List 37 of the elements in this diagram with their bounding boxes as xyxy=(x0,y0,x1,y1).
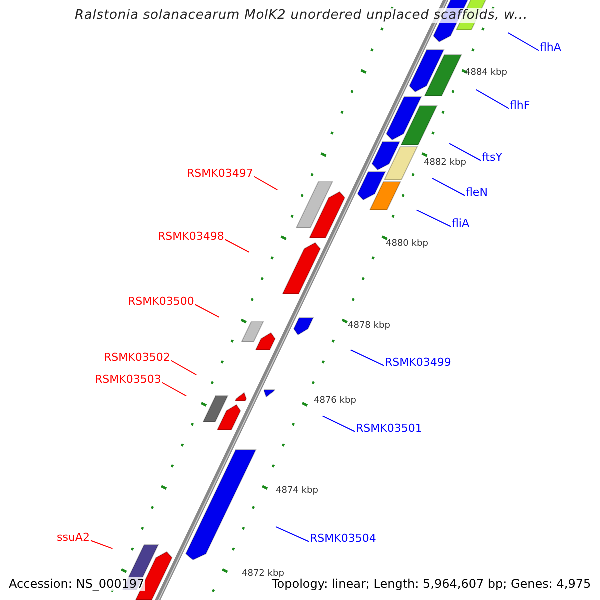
leader-line xyxy=(90,540,114,550)
gene-label: RSMK03502 xyxy=(104,351,170,364)
gene-label: ssuA2 xyxy=(57,531,90,544)
leader-line xyxy=(254,176,278,191)
gene-label: RSMK03504 xyxy=(310,532,376,545)
gene-label: RSMK03500 xyxy=(128,295,194,308)
gene-label: flhA xyxy=(540,41,562,54)
gene-label: ftsY xyxy=(482,151,502,164)
gene-label: RSMK03498 xyxy=(158,230,224,243)
leader-line xyxy=(350,350,384,366)
leader-line xyxy=(224,239,250,253)
leader-line xyxy=(170,360,198,376)
gene-label: RSMK03503 xyxy=(95,373,162,386)
gene-label: fliA xyxy=(452,217,470,230)
leader-line xyxy=(449,143,482,162)
gene-label: RSMK03501 xyxy=(356,422,422,435)
leader-line xyxy=(194,304,220,318)
scale-label: 4872 kbp xyxy=(242,569,284,579)
leader-line xyxy=(416,210,452,228)
leader-line xyxy=(432,178,466,196)
scale-label: 4874 kbp xyxy=(276,486,318,497)
gene-label: fleN xyxy=(466,186,488,199)
leader-line xyxy=(476,89,510,110)
leader-line xyxy=(275,526,310,542)
scale-label: 4882 kbp xyxy=(424,158,466,169)
scale-label: 4876 kbp xyxy=(314,396,356,407)
leader-line xyxy=(162,382,187,397)
scale-label: 4880 kbp xyxy=(386,239,428,250)
scale-label: 4884 kbp xyxy=(465,68,508,79)
leader-line xyxy=(508,32,540,52)
gene-label: RSMK03497 xyxy=(187,167,254,180)
scale-label: 4878 kbp xyxy=(348,321,390,332)
leader-line xyxy=(322,416,356,432)
gene-label: flhF xyxy=(510,99,530,112)
accession-label: Accession: NS_000197 xyxy=(9,577,145,591)
gene-label: RSMK03499 xyxy=(385,356,452,369)
genome-summary: Topology: linear; Length: 5,964,607 bp; Genes: 4,975 xyxy=(272,577,592,591)
